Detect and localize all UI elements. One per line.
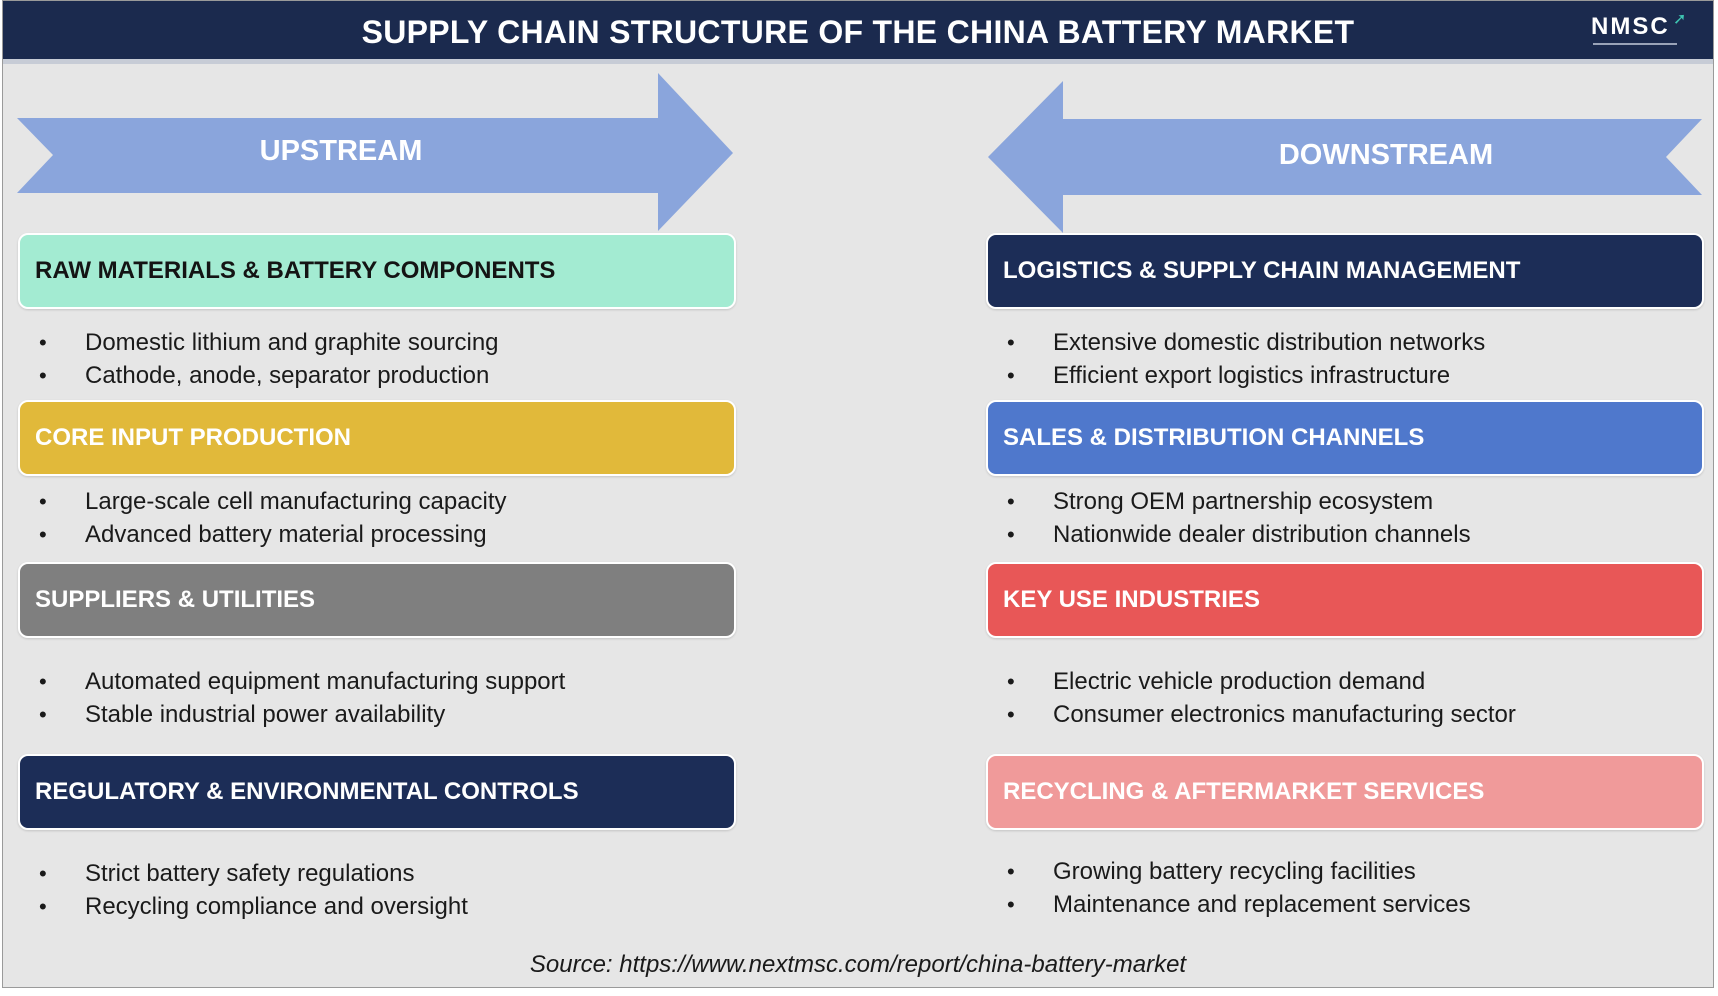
bullet-icon: • (39, 894, 47, 919)
section-title: RAW MATERIALS & BATTERY COMPONENTS (35, 257, 556, 284)
section-title: CORE INPUT PRODUCTION (35, 424, 352, 451)
bullet-icon: • (1007, 702, 1015, 727)
bullet-icon: • (39, 861, 47, 886)
right-arrow-icon (17, 73, 733, 231)
bullet-text: Growing battery recycling facilities (1053, 858, 1416, 885)
upstream-arrow: UPSTREAM (17, 73, 737, 233)
bullet-text: Strong OEM partnership ecosystem (1053, 488, 1434, 515)
upstream-section-header: SUPPLIERS & UTILITIES (18, 562, 736, 638)
bullet-text: Electric vehicle production demand (1053, 668, 1426, 695)
section-title: REGULATORY & ENVIRONMENTAL CONTROLS (35, 778, 579, 805)
upstream-section-header: RAW MATERIALS & BATTERY COMPONENTS (18, 233, 736, 309)
nmsc-logo: NMSC ➚ (1591, 11, 1691, 53)
bullet-icon: • (39, 489, 47, 514)
section-title: LOGISTICS & SUPPLY CHAIN MANAGEMENT (1003, 257, 1521, 284)
section-title: RECYCLING & AFTERMARKET SERVICES (1003, 778, 1485, 805)
section-title: SALES & DISTRIBUTION CHANNELS (1003, 424, 1425, 451)
bullet-icon: • (39, 669, 47, 694)
upstream-section-header: CORE INPUT PRODUCTION (18, 400, 736, 476)
bullet-text: Recycling compliance and oversight (85, 893, 468, 920)
source-citation: Source: https://www.nextmsc.com/report/c… (529, 951, 1187, 978)
bullet-text: Domestic lithium and graphite sourcing (85, 329, 499, 356)
bullet-text: Extensive domestic distribution networks (1053, 329, 1486, 356)
bullet-text: Nationwide dealer distribution channels (1053, 521, 1471, 548)
bullet-icon: • (1007, 363, 1015, 388)
logo-arrow-icon: ➚ (1673, 11, 1687, 28)
bullet-icon: • (39, 363, 47, 388)
downstream-section-header: LOGISTICS & SUPPLY CHAIN MANAGEMENT (986, 233, 1704, 309)
bullet-text: Consumer electronics manufacturing secto… (1053, 701, 1516, 728)
bullet-icon: • (39, 702, 47, 727)
bullet-text: Efficient export logistics infrastructur… (1053, 362, 1451, 389)
logo-underline (1593, 43, 1677, 45)
title-bar: SUPPLY CHAIN STRUCTURE OF THE CHINA BATT… (3, 1, 1713, 64)
bullet-text: Cathode, anode, separator production (85, 362, 490, 389)
bullet-icon: • (1007, 522, 1015, 547)
bullet-text: Advanced battery material processing (85, 521, 487, 548)
logo-text: NMSC (1591, 13, 1670, 40)
upstream-section-header: REGULATORY & ENVIRONMENTAL CONTROLS (18, 754, 736, 830)
downstream-arrow: DOWNSTREAM (988, 77, 1708, 237)
upstream-label: UPSTREAM (259, 135, 423, 167)
bullet-text: Maintenance and replacement services (1053, 891, 1471, 918)
section-title: SUPPLIERS & UTILITIES (35, 586, 316, 613)
bullet-icon: • (39, 330, 47, 355)
bullet-text: Automated equipment manufacturing suppor… (85, 668, 566, 695)
bullet-icon: • (1007, 669, 1015, 694)
section-title: KEY USE INDUSTRIES (1003, 586, 1260, 613)
downstream-label: DOWNSTREAM (1278, 139, 1494, 171)
downstream-section-header: SALES & DISTRIBUTION CHANNELS (986, 400, 1704, 476)
downstream-section-header: KEY USE INDUSTRIES (986, 562, 1704, 638)
bullet-icon: • (39, 522, 47, 547)
left-arrow-icon (988, 81, 1702, 233)
bullet-text: Strict battery safety regulations (85, 860, 415, 887)
downstream-section-header: RECYCLING & AFTERMARKET SERVICES (986, 754, 1704, 830)
bullet-text: Stable industrial power availability (85, 701, 446, 728)
bullet-text: Large-scale cell manufacturing capacity (85, 488, 507, 515)
bullet-icon: • (1007, 892, 1015, 917)
bullet-icon: • (1007, 330, 1015, 355)
page-title: SUPPLY CHAIN STRUCTURE OF THE CHINA BATT… (361, 14, 1355, 50)
bullet-icon: • (1007, 489, 1015, 514)
bullet-icon: • (1007, 859, 1015, 884)
